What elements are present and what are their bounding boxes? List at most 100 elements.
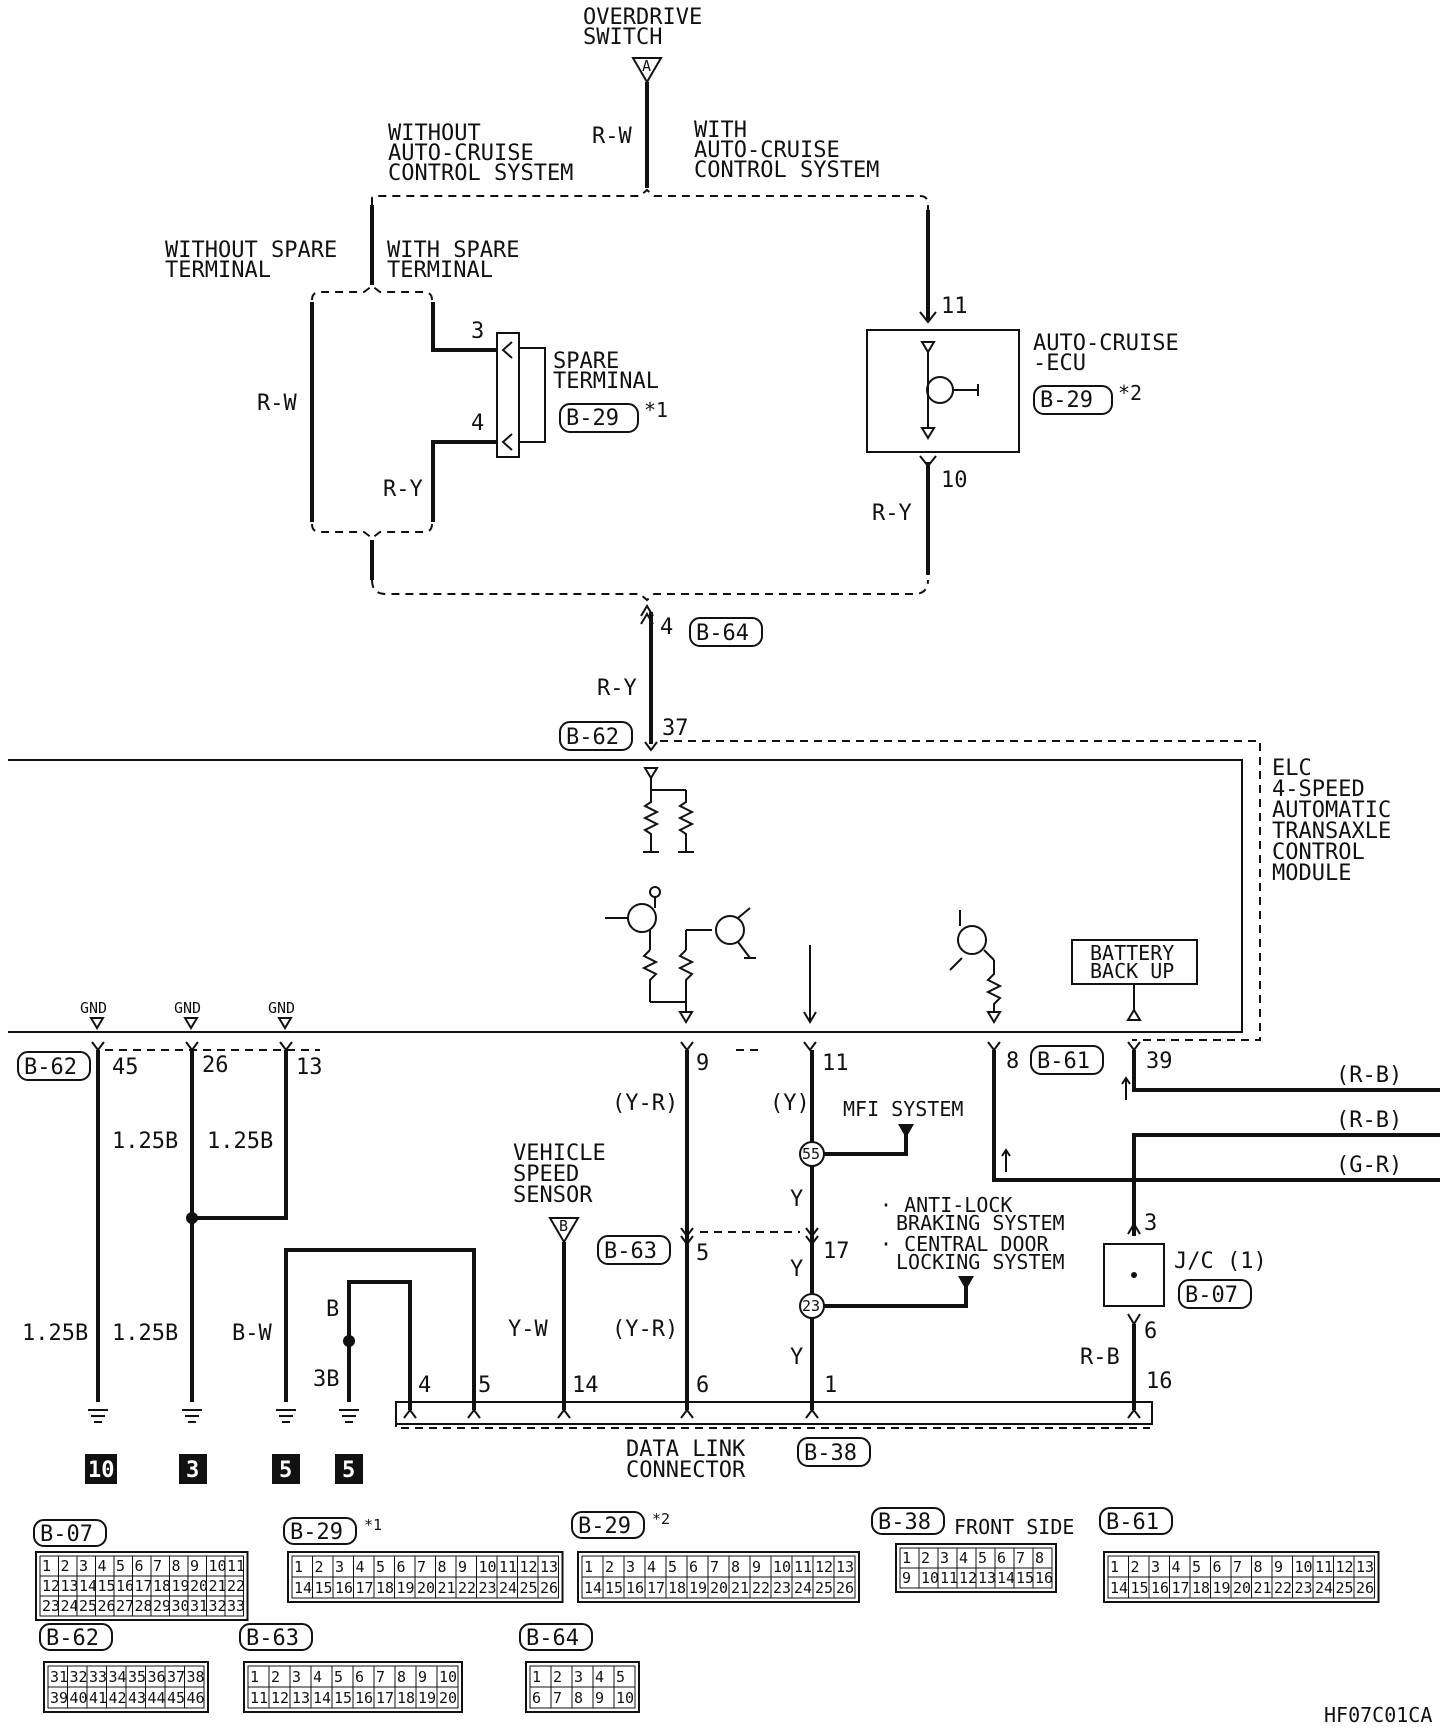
connector-tag-b62-top [559,721,633,751]
svg-text:WITH: WITH [694,118,747,143]
svg-text:B: B [559,1217,568,1235]
legend-pin-number: 8 [1035,1549,1044,1567]
legend-pin-number: 13 [1356,1558,1374,1576]
legend-pin-number: 25 [520,1579,538,1597]
legend-pin-number: 19 [397,1579,415,1597]
legend-pin-number: 10 [1295,1558,1313,1576]
svg-text:11: 11 [941,294,968,319]
svg-text:6: 6 [1144,1319,1157,1344]
legend-pin-number: 18 [153,1577,171,1595]
legend-pin-number: 8 [397,1668,406,1686]
svg-text:3B: 3B [313,1367,340,1392]
auto-cruise-ecu: 11 10 R-Y AUTO-CRUISE -ECU B-29 *2 [866,210,1179,575]
legend-pin-number: 7 [1016,1549,1025,1567]
legend-pin-number: 6 [355,1668,364,1686]
legend-tag [239,1623,313,1651]
legend-pin-number: 13 [836,1558,854,1576]
svg-text:3: 3 [471,319,484,344]
svg-text:· CENTRAL DOOR: · CENTRAL DOOR [880,1232,1050,1256]
legend-pin-number: 20 [710,1579,728,1597]
spare-option-bracket [311,284,433,301]
svg-text:*2: *2 [1118,381,1142,405]
legend-tag-label: B-62 [46,1626,99,1651]
legend-pin-number: 11 [499,1558,517,1576]
legend-tag-note: *2 [652,1510,670,1528]
legend-pin-number: 32 [70,1668,88,1686]
legend-b07-face [35,1551,249,1621]
legend-pin-number: 20 [190,1577,208,1595]
svg-text:26: 26 [202,1053,229,1078]
svg-text:(Y): (Y) [770,1091,810,1116]
legend-pin-number: 2 [1131,1558,1140,1576]
legend-pin-number: 24 [794,1579,812,1597]
svg-text:R-Y: R-Y [872,501,912,526]
legend-pin-number: 6 [689,1558,698,1576]
legend-pin-number: 9 [902,1569,911,1587]
svg-text:6: 6 [696,1373,709,1398]
svg-text:Y: Y [790,1345,803,1370]
svg-text:WITHOUT SPARE: WITHOUT SPARE [165,238,337,263]
svg-text:TRANSAXLE: TRANSAXLE [1272,819,1391,844]
legend-pin-number: 13 [540,1558,558,1576]
legend-pin [184,1686,205,1709]
legend-pin-number: 3 [574,1668,583,1686]
legend-tag-label: B-07 [40,1522,93,1547]
legend-pin-number: 11 [227,1557,245,1575]
legend-pin-number: 7 [710,1558,719,1576]
svg-text:J/C (1): J/C (1) [1174,1249,1267,1274]
legend-pin-number: 4 [356,1558,365,1576]
legend-pin-number: 23 [42,1597,60,1615]
legend-pin [436,1686,459,1709]
legend-tag [33,1519,107,1547]
legend-pin-number: 6 [397,1558,406,1576]
legend-pin-number: 44 [148,1689,166,1707]
svg-text:GND: GND [174,999,201,1017]
legend-pin-number: 2 [271,1668,280,1686]
legend-pin-number: 20 [439,1689,457,1707]
legend-pin-number: 23 [773,1579,791,1597]
legend-pin-number: 1 [42,1557,51,1575]
legend-pin-number: 10 [773,1558,791,1576]
legend-pin-number: 18 [668,1579,686,1597]
legend-pin-number: 1 [1110,1558,1119,1576]
svg-text:(G-R): (G-R) [1336,1153,1402,1178]
svg-text:14: 14 [572,1373,599,1398]
legend-tag-label: B-61 [1106,1510,1159,1535]
svg-text:Y: Y [790,1257,803,1282]
svg-text:16: 16 [1146,1369,1173,1394]
svg-text:3: 3 [1144,1211,1157,1236]
legend-pin-number: 27 [116,1597,134,1615]
legend-pin-number: 5 [1192,1558,1201,1576]
svg-text:5: 5 [279,1458,292,1483]
legend-pin-number: 15 [1016,1569,1034,1587]
legend-pin-number: 34 [109,1668,127,1686]
wire-pin8-gr [992,1050,1440,1182]
svg-text:SPEED: SPEED [513,1162,579,1187]
legend-pin-number: 13 [61,1577,79,1595]
legend-pin-number: 12 [42,1577,60,1595]
legend-pin-number: 31 [190,1597,208,1615]
legend-pin-number: 22 [752,1579,770,1597]
svg-text:23: 23 [802,1297,820,1315]
legend-pin-number: 38 [187,1668,205,1686]
svg-text:TERMINAL: TERMINAL [387,258,493,283]
svg-text:VEHICLE: VEHICLE [513,1141,606,1166]
legend-pin-number: 2 [315,1558,324,1576]
legend-pin-number: 36 [148,1668,166,1686]
legend-pin-number: 9 [190,1557,199,1575]
legend-pin-number: 33 [89,1668,107,1686]
svg-text:37: 37 [662,716,689,741]
legend-pin-number: 12 [959,1569,977,1587]
legend-pin-number: 24 [61,1597,79,1615]
legend-pin-number: 43 [128,1689,146,1707]
svg-text:R-W: R-W [257,391,297,416]
svg-text:3: 3 [186,1458,199,1483]
svg-text:BRAKING SYSTEM: BRAKING SYSTEM [896,1211,1065,1235]
legend-pin-number: 5 [334,1668,343,1686]
legend-pin-number: 21 [1254,1579,1272,1597]
legend-pin-number: 7 [376,1668,385,1686]
connector-tag-b64 [689,617,763,647]
legend-pin-number: 1 [250,1668,259,1686]
legend-pin [833,1576,856,1599]
option-bracket-top [371,188,929,210]
